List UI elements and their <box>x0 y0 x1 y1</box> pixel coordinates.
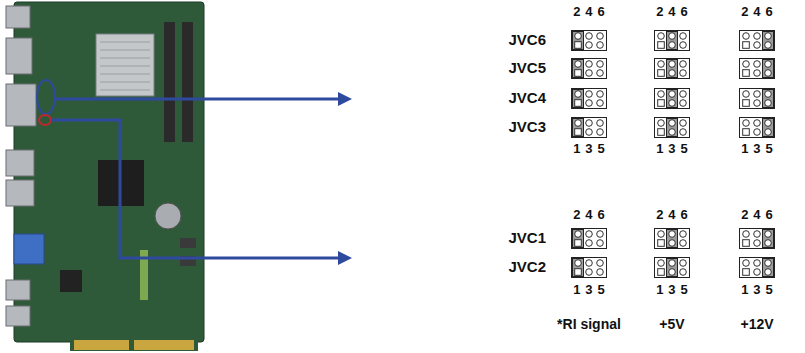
dimm-slot <box>164 22 175 142</box>
leader-arrows <box>51 99 340 258</box>
arrow-head <box>338 92 352 106</box>
io-ports <box>6 6 36 326</box>
setting-label: *RI signal <box>557 316 621 332</box>
callout-oval <box>37 80 55 114</box>
pin-numbers: 1 3 5 <box>741 283 772 298</box>
gold-fingers <box>74 340 194 350</box>
sata-ports <box>180 238 196 266</box>
pin-numbers: 2 4 6 <box>573 5 604 20</box>
pin-numbers: 2 4 6 <box>741 5 772 20</box>
jumper-block <box>572 118 607 138</box>
jumper-name: JVC3 <box>508 118 546 135</box>
pin-numbers: 1 3 5 <box>656 142 687 157</box>
jumper-name: JVC1 <box>508 229 546 246</box>
leader-arrow <box>51 120 340 258</box>
pin-numbers: 2 4 6 <box>741 208 772 223</box>
pin-numbers: 1 3 5 <box>656 283 687 298</box>
jumper-block <box>740 31 775 51</box>
pin-numbers: 2 4 6 <box>656 208 687 223</box>
jumper-block <box>572 229 607 249</box>
pin-numbers: 2 4 6 <box>656 5 687 20</box>
pin-numbers: 1 3 5 <box>741 142 772 157</box>
jumper-block <box>740 59 775 79</box>
jumper-name: JVC5 <box>508 59 546 76</box>
setting-label: +5V <box>659 316 684 332</box>
vga-port <box>14 234 44 264</box>
jumper-blocks <box>572 31 775 278</box>
heatsink-fins <box>100 42 150 90</box>
jumper-block <box>572 258 607 278</box>
chip <box>60 270 82 292</box>
jumper-block <box>740 89 775 109</box>
jumper-name: JVC4 <box>508 89 546 106</box>
callout-oval <box>39 115 51 125</box>
jumper-block <box>572 89 607 109</box>
jumper-block <box>655 89 690 109</box>
jumper-block <box>740 229 775 249</box>
jumper-block <box>655 118 690 138</box>
leader-arrow <box>55 98 340 101</box>
pci-edge <box>70 336 198 351</box>
arrow-head <box>338 251 352 265</box>
jumper-block <box>655 229 690 249</box>
jumper-name: JVC2 <box>508 258 546 275</box>
jumper-block <box>655 59 690 79</box>
pin-numbers: 1 3 5 <box>573 142 604 157</box>
battery <box>155 203 181 229</box>
jumper-block <box>572 59 607 79</box>
jumper-block <box>655 31 690 51</box>
jumper-block <box>740 118 775 138</box>
board-photo <box>6 2 204 351</box>
jumper-block <box>655 258 690 278</box>
pin-numbers: 1 3 5 <box>573 283 604 298</box>
dimm-slot <box>182 22 193 142</box>
jumper-block <box>740 258 775 278</box>
pin-numbers: 2 4 6 <box>573 208 604 223</box>
heatsink <box>96 34 154 96</box>
jumper-name: JVC6 <box>508 31 546 48</box>
pcb <box>14 2 204 342</box>
jumper-block <box>572 31 607 51</box>
setting-label: +12V <box>740 316 773 332</box>
